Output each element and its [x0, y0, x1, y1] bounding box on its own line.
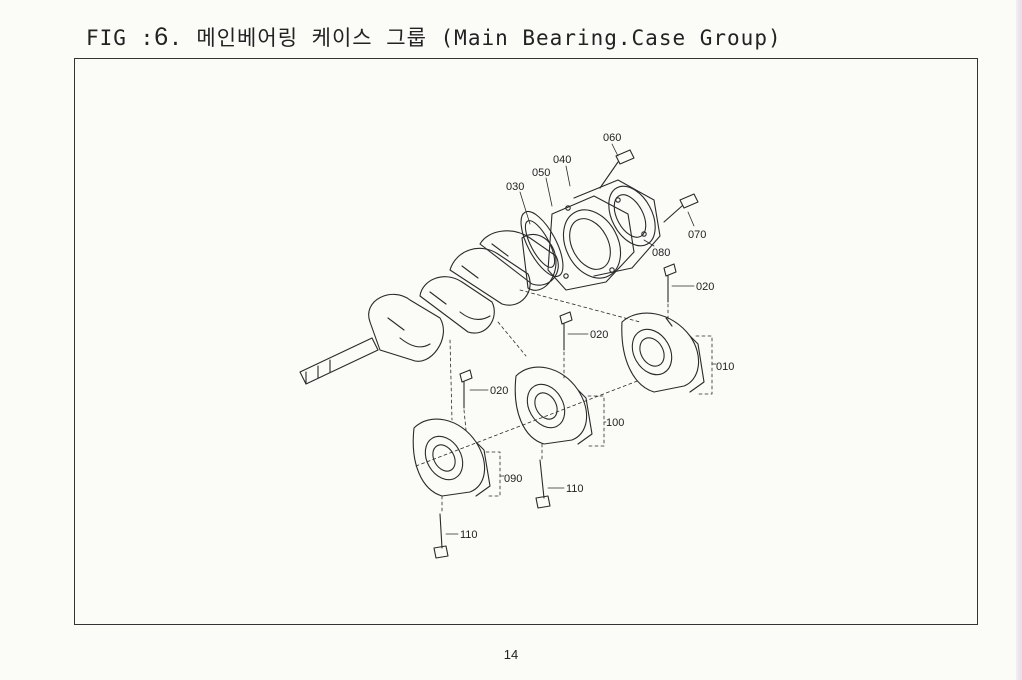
callout-030: 030 [506, 181, 524, 193]
callout-070: 070 [688, 229, 706, 241]
bolt-070-drawing [663, 193, 699, 223]
rear-case-drawing [520, 179, 661, 291]
bolt-060-drawing [599, 149, 635, 189]
callout-020-c: 020 [490, 385, 508, 397]
figure-prefix: FIG : [86, 26, 155, 50]
callout-110-a: 110 [566, 483, 584, 495]
scan-edge [1016, 0, 1022, 680]
page-title: FIG :6. 메인베어링 케이스 그룹 (Main Bearing.Case … [86, 22, 782, 52]
bolt-020-c-drawing [459, 369, 473, 409]
figure-number: 6 [154, 23, 170, 51]
callout-060: 060 [603, 132, 621, 144]
figure-frame [74, 58, 978, 625]
bearing-case-100-drawing [514, 366, 593, 445]
callout-labels: 060 040 050 030 070 080 020 020 020 010 … [460, 132, 734, 541]
figure-caption: . 메인베어링 케이스 그룹 (Main Bearing.Case Group) [169, 26, 782, 50]
crankshaft-drawing [299, 230, 559, 385]
bolt-020-a-drawing [663, 263, 677, 303]
callout-080: 080 [652, 247, 670, 259]
bolt-020-b-drawing [559, 311, 573, 351]
bearing-case-090-drawing [412, 418, 491, 497]
callout-050: 050 [532, 167, 550, 179]
callout-020-a: 020 [696, 281, 714, 293]
callout-090: 090 [504, 473, 522, 485]
callout-100: 100 [606, 417, 624, 429]
callout-020-b: 020 [590, 329, 608, 341]
callout-010: 010 [716, 361, 734, 373]
callout-040: 040 [553, 154, 571, 166]
page-number: 14 [503, 647, 519, 662]
bolt-110-b-drawing [433, 513, 449, 559]
bearing-case-010-drawing [621, 312, 705, 393]
callout-110-b: 110 [460, 529, 478, 541]
bolt-110-a-drawing [535, 459, 551, 509]
